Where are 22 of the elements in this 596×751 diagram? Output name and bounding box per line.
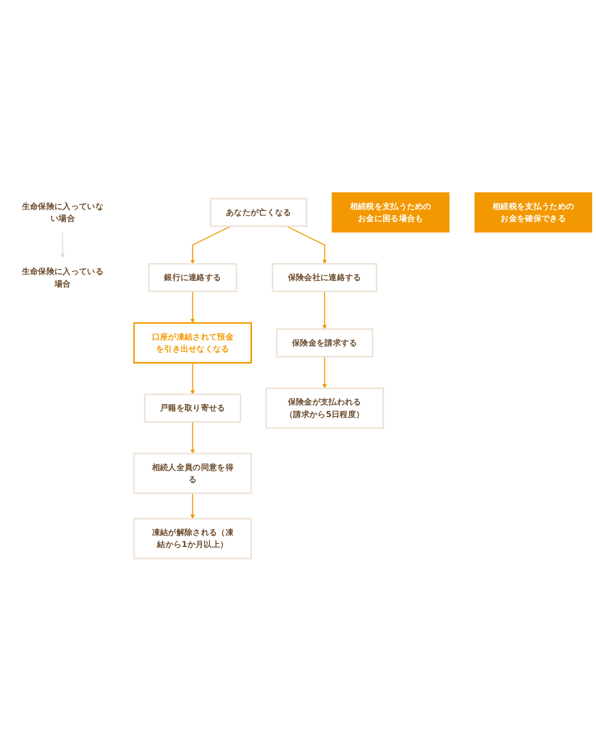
node-box: 口座が凍結されて預金を引き出せなくなる [133,322,252,364]
arrow [286,226,327,264]
arrow [322,356,327,388]
node-box: 凍結が解除される（凍結から1か月以上） [133,518,252,560]
arrow [190,291,195,324]
node-box: あなたが亡くなる [210,198,308,227]
node-box: 相続人全員の同意を得る [133,452,252,494]
arrow [190,422,195,454]
node-box: 相続税を支払うためのお金を確保できる [474,192,592,233]
node-box: 銀行に連絡する [148,263,238,292]
node-text: 生命保険に入っている場合 [22,266,104,288]
node-box: 相続税を支払うためのお金に困る場合も [332,192,450,233]
node-box: 保険金を請求する [276,328,374,358]
arrow [190,493,195,519]
arrow [190,362,195,395]
arrow [322,291,327,330]
node-box: 保険会社に連絡する [272,263,378,292]
node-box: 戸籍を取り寄せる [144,394,242,423]
arrow [190,226,232,264]
node-box: 保険金が支払われる（請求から5日程度） [265,387,384,429]
arrow [60,232,65,258]
node-text: 生命保険に入っていない場合 [22,201,104,224]
